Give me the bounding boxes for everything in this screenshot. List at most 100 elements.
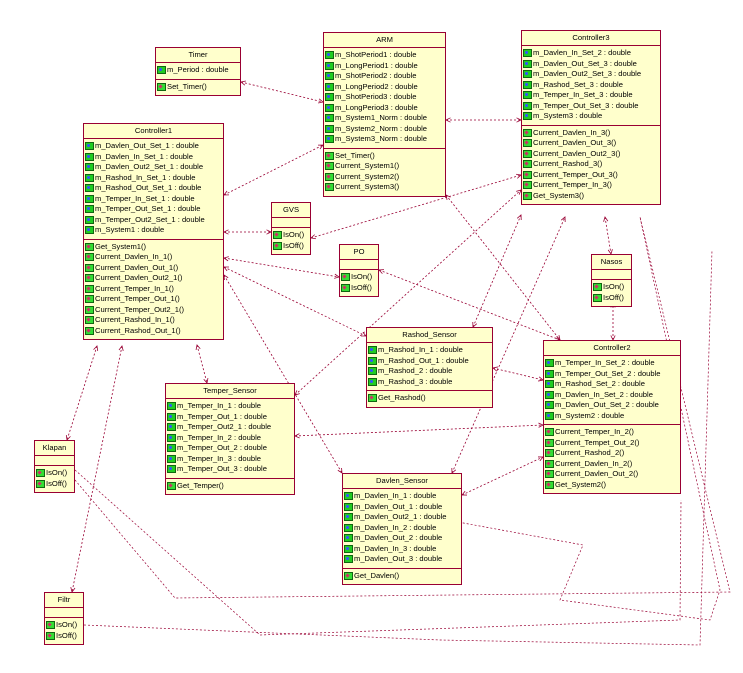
attribute-icon (545, 369, 554, 378)
class-po[interactable]: PO IsOn()IsOff() (339, 244, 379, 297)
attribute-row: m_System2 : double (545, 411, 679, 422)
arrowhead (560, 216, 566, 223)
operation-text: Current_System1() (335, 161, 400, 170)
operations-section: Get_Temper() (166, 479, 294, 495)
attribute-text: m_Davlen_Out_Set_3 : double (533, 58, 637, 68)
operations-section: Set_Timer()Current_System1() Current_Syst… (324, 149, 445, 196)
operation-icon (167, 481, 176, 490)
class-title: Controller3 (522, 31, 660, 46)
operation-text: Get_Temper() (177, 480, 224, 490)
attribute-text: m_Temper_Out_2 : double (177, 443, 267, 452)
operation-row: IsOn() (341, 272, 377, 283)
attribute-text: m_Temper_Out_1 : double (177, 411, 267, 421)
attributes-section (45, 608, 83, 618)
association-line (310, 174, 522, 239)
operation-icon (341, 273, 350, 282)
attribute-icon (523, 112, 532, 121)
operation-icon (545, 449, 554, 458)
operation-text: Get_System3() (533, 190, 585, 200)
association-line (294, 189, 522, 396)
association-line (451, 216, 566, 474)
association-path (83, 249, 713, 646)
attribute-text: m_ShotPeriod3 : double (335, 92, 417, 101)
operation-text: Get_System2() (555, 479, 607, 489)
class-title: PO (340, 245, 378, 260)
operation-icon (85, 242, 94, 251)
attribute-icon (344, 534, 353, 543)
operation-icon (523, 160, 532, 169)
attribute-row: m_Temper_Out_2 : double (167, 443, 293, 454)
class-title: Temper_Sensor (166, 384, 294, 399)
association-line (223, 144, 324, 196)
attribute-text: m_Davlen_In_Set_2 : double (533, 48, 631, 57)
operations-section: IsOn()IsOff() (340, 270, 378, 296)
operation-icon (85, 253, 94, 262)
attribute-icon (523, 91, 532, 100)
attribute-row: m_Davlen_In_3 : double (344, 544, 460, 555)
attribute-row: m_Temper_Out_1 : double (167, 412, 293, 423)
operation-text: Current_Rashod_In_1() (95, 315, 175, 324)
attribute-row: m_Rashod_In_1 : double (368, 345, 491, 356)
attribute-icon (325, 114, 334, 123)
operation-icon (46, 631, 55, 640)
attribute-text: m_Temper_Out2_Set_1 : double (95, 214, 205, 224)
attribute-text: m_Rashod_2 : double (378, 366, 453, 375)
attribute-icon (325, 124, 334, 133)
attribute-row: m_Davlen_Out2_Set_3 : double (523, 69, 659, 80)
attribute-row: m_System3_Norm : double (325, 134, 444, 145)
attribute-row: m_Rashod_Out_Set_1 : double (85, 183, 222, 194)
attribute-row: m_Davlen_Out2_Set_1 : double (85, 162, 222, 173)
attribute-row: m_Davlen_Out2_1 : double (344, 512, 460, 523)
operation-row: Current_System2() (325, 172, 444, 183)
operation-row: Set_Timer() (325, 151, 444, 162)
association-line (378, 269, 561, 341)
operation-text: IsOn() (603, 282, 625, 291)
operation-icon (523, 181, 532, 190)
operation-row: Current_Davlen_Out_2() (545, 469, 679, 480)
attribute-text: m_Davlen_Out2_Set_3 : double (533, 69, 642, 78)
operation-icon (341, 283, 350, 292)
attribute-text: m_Temper_In_Set_1 : double (95, 193, 195, 203)
operation-text: Current_System3() (335, 182, 400, 191)
operation-text: Current_Rashod_2() (555, 448, 625, 457)
attribute-text: m_Rashod_Set_2 : double (555, 379, 645, 388)
class-title: Timer (156, 48, 240, 63)
attribute-icon (325, 51, 334, 60)
attribute-row: m_Rashod_Set_3 : double (523, 80, 659, 91)
operation-text: Current_Temper_Out_1() (95, 294, 180, 303)
association-line (223, 257, 340, 278)
operation-icon (325, 183, 334, 192)
arrowhead (516, 214, 522, 221)
operations-section: IsOn()IsOff() (45, 618, 83, 644)
attribute-row: m_Rashod_Set_2 : double (545, 379, 679, 390)
operation-text: IsOn() (283, 230, 305, 239)
operation-icon (273, 231, 282, 240)
operation-row: Current_Davlen_In_2() (545, 459, 679, 470)
association-line (604, 216, 612, 255)
attribute-text: m_Temper_Out_3 : double (177, 464, 267, 473)
operation-icon (523, 149, 532, 158)
attribute-text: m_Rashod_In_1 : double (378, 345, 463, 354)
attribute-row: m_Temper_Out_Set_2 : double (545, 369, 679, 380)
operation-row: IsOn() (36, 468, 73, 479)
operation-text: Current_Davlen_In_2() (555, 458, 633, 468)
operation-row: Current_Temper_In_2() (545, 427, 679, 438)
attribute-icon (325, 82, 334, 91)
operation-icon (36, 469, 45, 478)
operation-text: IsOn() (46, 468, 68, 477)
